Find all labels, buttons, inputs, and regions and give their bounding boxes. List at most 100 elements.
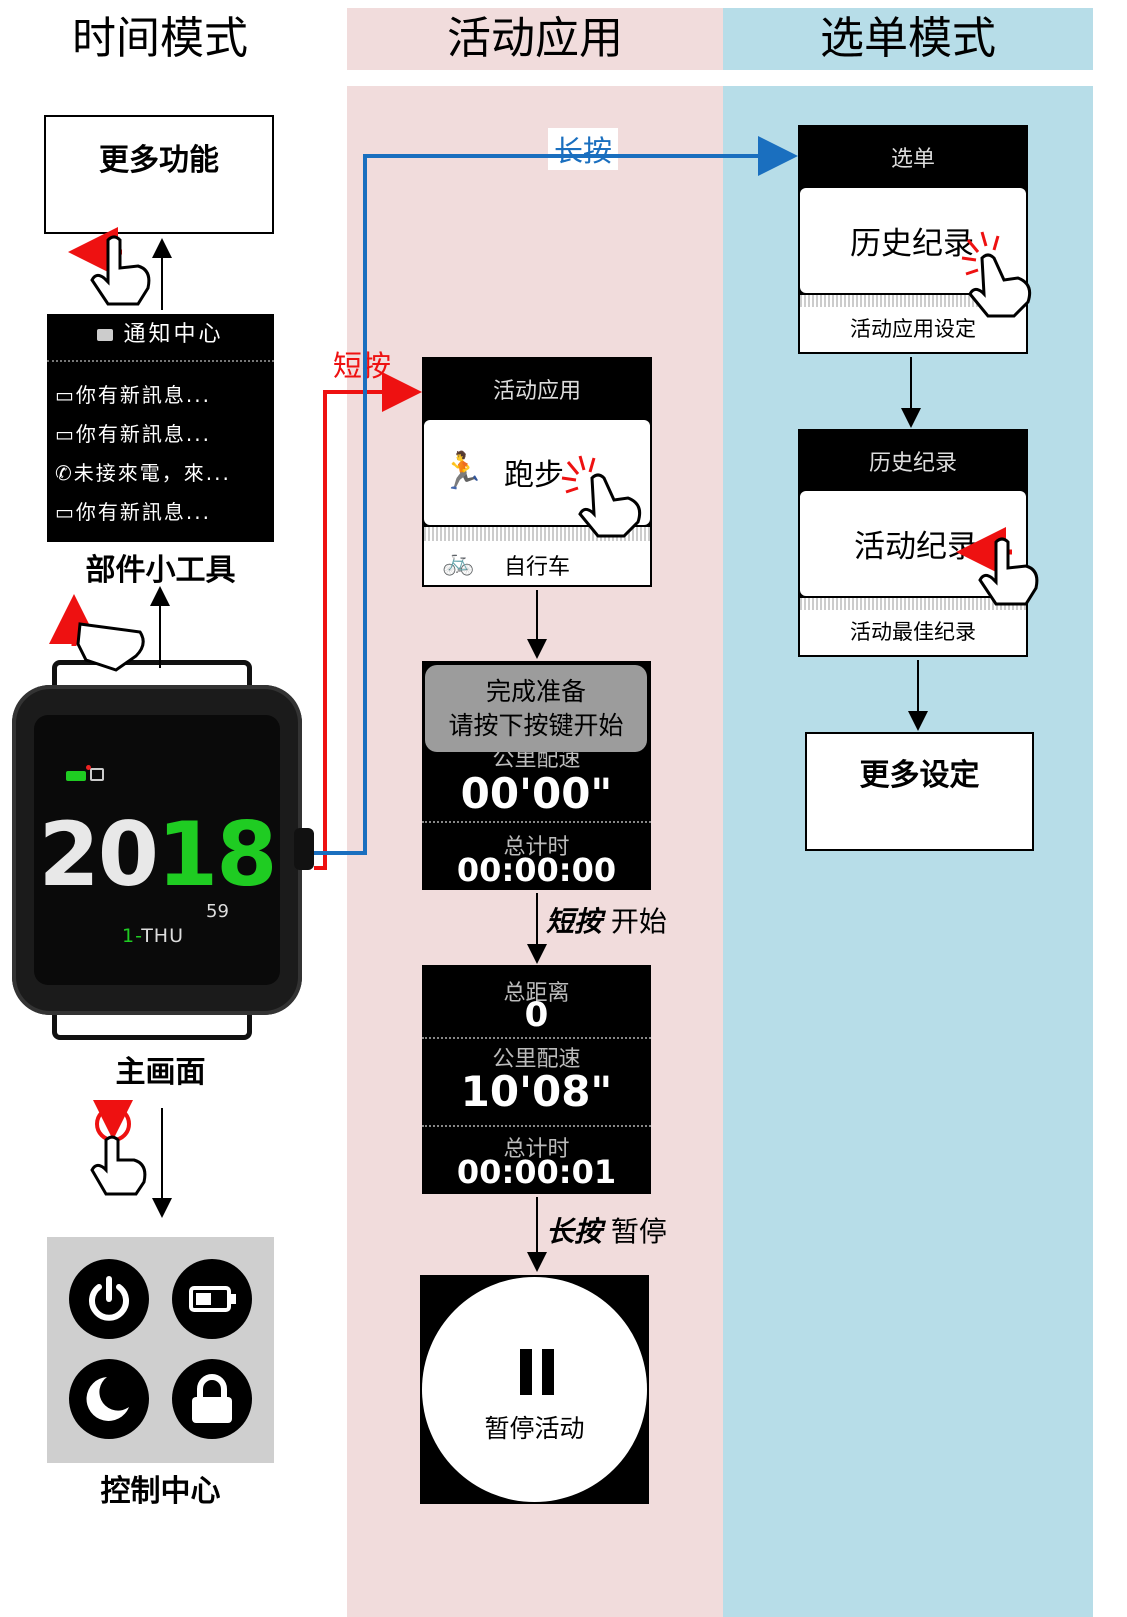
divider bbox=[422, 1037, 651, 1039]
clock-time: 2018 bbox=[34, 811, 280, 899]
distance-label: 总距离 bbox=[503, 981, 570, 1006]
total-time-value: 00:00:01 bbox=[456, 1153, 617, 1191]
swipe-left-hand-icon bbox=[956, 527, 1039, 606]
bike-option[interactable]: 🚲 自行车 bbox=[424, 541, 650, 585]
clock-hours: 20 bbox=[38, 803, 159, 906]
time-mode-heading: 时间模式 bbox=[72, 13, 248, 64]
distance-value: 0 bbox=[524, 995, 549, 1035]
chat-icon: ▭ bbox=[55, 500, 76, 524]
popup-line-1: 完成准备 bbox=[485, 677, 586, 706]
battery-icon bbox=[189, 1286, 236, 1312]
short-press-label: 短按 bbox=[546, 905, 603, 938]
divider bbox=[47, 360, 274, 362]
date-day-number: 1- bbox=[122, 925, 142, 947]
running-screen: 总距离 0 公里配速 10'08" 总计时 00:00:01 bbox=[422, 965, 651, 1194]
tap-hand-icon bbox=[561, 455, 642, 538]
settings-label: 活动应用设定 bbox=[850, 317, 976, 341]
activity-app-title: 活动应用 bbox=[492, 379, 581, 404]
control-center-screen bbox=[47, 1237, 274, 1463]
smartwatch: 2018 59 1-THU bbox=[12, 660, 314, 1040]
chat-icon: ▭ bbox=[55, 422, 76, 446]
bike-label: 自行车 bbox=[504, 555, 571, 580]
watch-strap-top bbox=[52, 660, 252, 700]
texture-strip bbox=[800, 598, 1026, 610]
notification-item[interactable]: ▭你有新訊息... bbox=[55, 422, 211, 446]
divider bbox=[422, 821, 651, 823]
pause-screen: 暂停活动 bbox=[420, 1275, 649, 1504]
total-time-value: 00:00:00 bbox=[456, 851, 617, 889]
best-record-option[interactable]: 活动最佳纪录 bbox=[800, 610, 1026, 655]
run-label: 跑步 bbox=[504, 458, 564, 493]
menu-mode-heading: 选单模式 bbox=[820, 13, 996, 64]
pause-icon bbox=[520, 1349, 554, 1395]
more-functions-label: 更多功能 bbox=[99, 143, 219, 178]
history-label: 历史纪录 bbox=[850, 226, 974, 262]
short-press-arrow bbox=[314, 372, 422, 870]
clock-minutes: 18 bbox=[157, 803, 277, 906]
notification-list: ▭你有新訊息... ▭你有新訊息... ✆未接來電，來... ▭你有新訊息... bbox=[55, 376, 231, 532]
power-button[interactable] bbox=[69, 1259, 149, 1339]
red-dot-icon bbox=[86, 765, 91, 770]
clock-date: 1-THU bbox=[122, 925, 184, 947]
tap-hand-icon bbox=[961, 231, 1032, 318]
bicycle-icon: 🚲 bbox=[442, 547, 475, 577]
pause-label: 暂停 bbox=[610, 1215, 667, 1248]
notification-item[interactable]: ▭你有新訊息... bbox=[55, 383, 211, 407]
clock-seconds: 59 bbox=[206, 901, 229, 922]
battery-saver-button[interactable] bbox=[172, 1259, 252, 1339]
pace-value: 10'08" bbox=[460, 1067, 613, 1116]
watch-crown-button[interactable] bbox=[294, 828, 314, 870]
message-icon bbox=[97, 329, 114, 341]
menu-title: 选单 bbox=[890, 147, 935, 172]
pace-label: 公里配速 bbox=[492, 1047, 581, 1072]
menu-screen: 选单 历史纪录 活动应用设定 bbox=[798, 125, 1028, 354]
watch-face-screen[interactable]: 2018 59 1-THU bbox=[34, 715, 280, 985]
chat-icon: ▭ bbox=[55, 383, 76, 407]
best-record-label: 活动最佳纪录 bbox=[850, 620, 976, 644]
start-label: 开始 bbox=[610, 905, 667, 938]
pace-value: 00'00" bbox=[460, 769, 613, 818]
lock-icon bbox=[192, 1374, 232, 1423]
chat-status-icon bbox=[90, 768, 104, 781]
total-time-label: 总计时 bbox=[503, 835, 570, 860]
short-press-connector-label: 短按 bbox=[333, 349, 392, 383]
history-option[interactable]: 历史纪录 bbox=[800, 188, 1026, 293]
popup-line-2: 请按下按键开始 bbox=[448, 711, 624, 740]
notification-center-screen[interactable]: 通知中心 ▭你有新訊息... ▭你有新訊息... ✆未接來電，來... ▭你有新… bbox=[47, 314, 274, 542]
texture-strip bbox=[800, 295, 1026, 307]
pause-circle[interactable]: 暂停活动 bbox=[422, 1277, 647, 1502]
swipe-left-hand-icon bbox=[68, 227, 151, 306]
power-icon bbox=[89, 1276, 129, 1321]
menu-header-band bbox=[723, 8, 1093, 70]
history-title: 历史纪录 bbox=[868, 451, 957, 476]
activity-header-band bbox=[347, 8, 723, 70]
control-center-caption: 控制中心 bbox=[100, 1474, 221, 1509]
activity-app-heading: 活动应用 bbox=[447, 13, 623, 64]
do-not-disturb-button[interactable] bbox=[69, 1359, 149, 1439]
battery-status-icon bbox=[66, 771, 86, 781]
phone-icon: ✆ bbox=[55, 461, 74, 485]
divider bbox=[422, 1125, 651, 1127]
more-functions-box: 更多功能 bbox=[44, 115, 274, 234]
more-settings-box: 更多设定 bbox=[805, 732, 1034, 851]
moon-icon bbox=[86, 1377, 129, 1421]
lock-button[interactable] bbox=[172, 1359, 252, 1439]
press-hand-icon bbox=[90, 1100, 147, 1196]
swipe-up-hand-icon bbox=[49, 594, 145, 672]
notification-item[interactable]: ▭你有新訊息... bbox=[55, 500, 211, 524]
widgets-caption: 部件小工具 bbox=[85, 553, 236, 588]
long-press-label: 长按 bbox=[546, 1215, 603, 1248]
step-pause-caption: 长按 暂停 bbox=[546, 1210, 667, 1250]
date-weekday: THU bbox=[141, 925, 185, 947]
notification-item[interactable]: ✆未接來電，來... bbox=[55, 461, 231, 485]
pause-activity-label: 暂停活动 bbox=[484, 1414, 585, 1443]
long-press-arrow bbox=[314, 136, 798, 855]
watch-strap-bottom bbox=[52, 1000, 252, 1040]
long-press-connector-label: 长按 bbox=[548, 128, 619, 170]
more-settings-label: 更多设定 bbox=[859, 758, 980, 793]
ready-screen: 公里配速 00'00" 总计时 00:00:00 完成准备 请按下按键开始 bbox=[422, 661, 651, 890]
home-caption: 主画面 bbox=[115, 1055, 206, 1090]
notification-center-header: 通知中心 bbox=[47, 314, 274, 356]
